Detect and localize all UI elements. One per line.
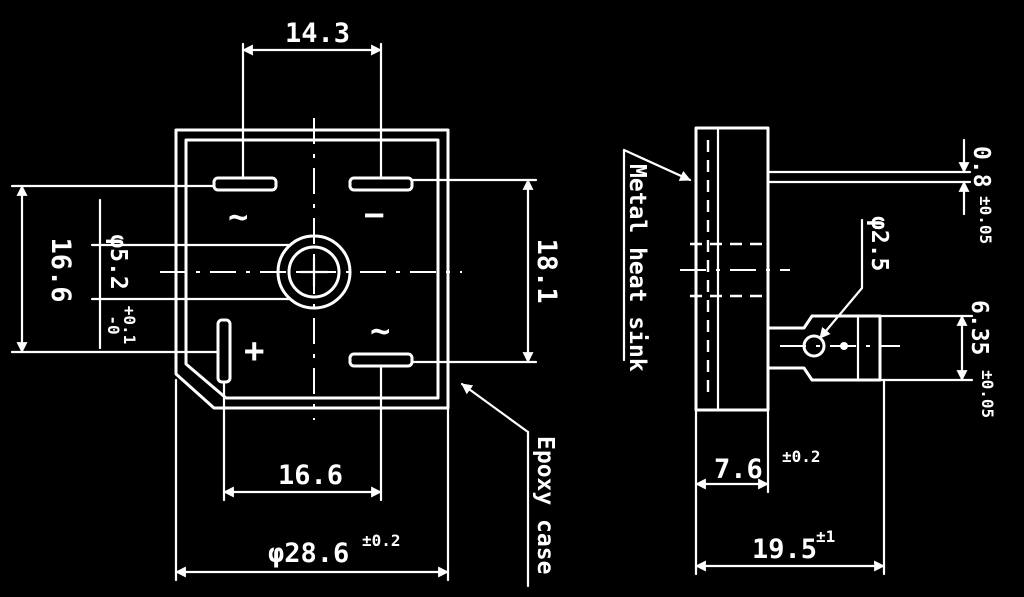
mark-neg-top-right: − [364,195,384,235]
dim-sink-thickness: 7.6 [714,454,763,485]
dim-overall-length-tol: ±1 [816,527,835,546]
pin-top-left [212,176,278,192]
mark-ac-bottom-right: ~ [370,311,390,351]
dim-right-height: 18.1 [531,238,562,303]
dim-top-pitch: 14.3 [285,18,350,49]
body-outline [174,128,450,410]
pin-bottom-left [216,318,232,384]
leader-heat-sink [622,148,692,182]
body-inner-outline [184,138,440,400]
leader-epoxy [460,382,530,434]
dim-lead-hole-dia: φ2.5 [866,216,892,271]
dim-body-width-tol: ±0.2 [362,531,401,550]
lead-tab [766,314,882,382]
pin-top-right [348,176,414,192]
dim-lead-width-tol: ±0.05 [978,370,997,418]
dim-left-height: 16.6 [45,237,76,302]
front-view: ~ − + ~ 14.3 16.6 φ5.2 +0.1 -0 18.1 16.6 [10,18,562,588]
mark-pos-bottom-left: + [244,331,264,371]
mounting-hole-inner [287,245,341,299]
dim-sink-thickness-tol: ±0.2 [782,447,821,466]
lead-hole [802,334,826,358]
dim-overall-length: 19.5 [752,534,817,565]
dim-hole-tol-minus: -0 [104,315,123,334]
dim-lead-thickness-tol: ±0.05 [976,196,995,244]
callout-metal-heat-sink: Metal heat sink [624,164,650,372]
dim-lead-thickness: 0.8 [968,146,994,188]
dim-body-width: φ28.6 [268,538,349,569]
dim-lead-width: 6.35 [966,300,992,355]
pin-bottom-right [348,352,414,368]
dim-hole-dia: φ5.2 [105,234,131,289]
side-view: Metal heat sink 0.8 ±0.05 φ2.5 6.35 ±0.0… [622,126,997,576]
leader-lead-hole [818,286,864,340]
dim-bottom-pitch: 16.6 [278,460,343,491]
mark-ac-top-left: ~ [228,197,248,237]
mounting-hole-outer [276,234,352,310]
dim-hole-tol-plus: +0.1 [120,306,139,345]
callout-epoxy-case: Epoxy case [532,436,558,574]
